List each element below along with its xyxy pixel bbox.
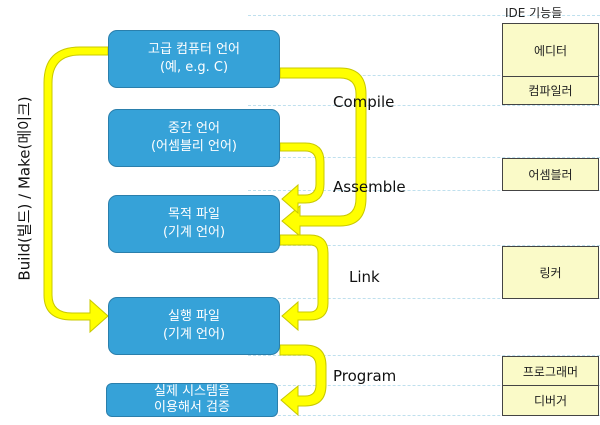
ide-tool-assembler: 어셈블러	[502, 158, 599, 191]
ide-tool-debugger: 디버거	[502, 385, 599, 416]
node-line: (예, e.g. C)	[159, 60, 229, 75]
build-make-label: Build(빌드) / Make(메이크)	[15, 96, 34, 281]
node-line: 실제 시스템을	[154, 384, 230, 399]
build-arrow	[43, 46, 109, 334]
guide-line	[248, 190, 600, 191]
guide-line	[248, 298, 600, 299]
node-high-level-language: 고급 컴퓨터 언어 (예, e.g. C)	[108, 30, 280, 88]
guide-line	[248, 355, 600, 356]
ide-tool-editor: 에디터	[502, 23, 599, 77]
ide-title: IDE 기능들	[505, 6, 563, 20]
link-arrow	[279, 234, 329, 332]
guide-line	[248, 75, 600, 76]
node-object-file: 목적 파일 (기계 언어)	[108, 195, 280, 253]
node-line: 실행 파일	[168, 309, 220, 324]
compile-arrow	[279, 67, 367, 238]
node-line: (기계 언어)	[162, 327, 226, 342]
ide-tool-programmer: 프로그래머	[502, 356, 599, 386]
guide-line	[248, 15, 600, 16]
node-executable-file: 실행 파일 (기계 언어)	[108, 297, 280, 355]
node-line: (기계 언어)	[162, 225, 226, 240]
program-arrow	[279, 344, 327, 417]
node-intermediate-language: 중간 언어 (어셈블리 언어)	[108, 109, 280, 167]
node-line: (어셈블리 언어)	[150, 139, 238, 154]
node-line: 목적 파일	[168, 207, 220, 222]
assemble-arrow	[279, 142, 325, 215]
guide-line	[248, 105, 600, 106]
step-assemble: Assemble	[333, 178, 406, 196]
guide-line	[248, 157, 600, 158]
node-line: 중간 언어	[168, 121, 220, 136]
node-line: 이용해서 검증	[154, 400, 230, 415]
guide-line	[248, 415, 600, 416]
node-verify-on-system: 실제 시스템을 이용해서 검증	[106, 383, 278, 417]
ide-tool-compiler: 컴파일러	[502, 76, 599, 105]
step-program: Program	[333, 367, 397, 385]
ide-tool-linker: 링커	[502, 246, 599, 299]
guide-line	[248, 385, 600, 386]
step-compile: Compile	[333, 93, 395, 111]
node-line: 고급 컴퓨터 언어	[148, 42, 240, 57]
guide-line	[248, 245, 600, 246]
step-link: Link	[349, 268, 380, 286]
